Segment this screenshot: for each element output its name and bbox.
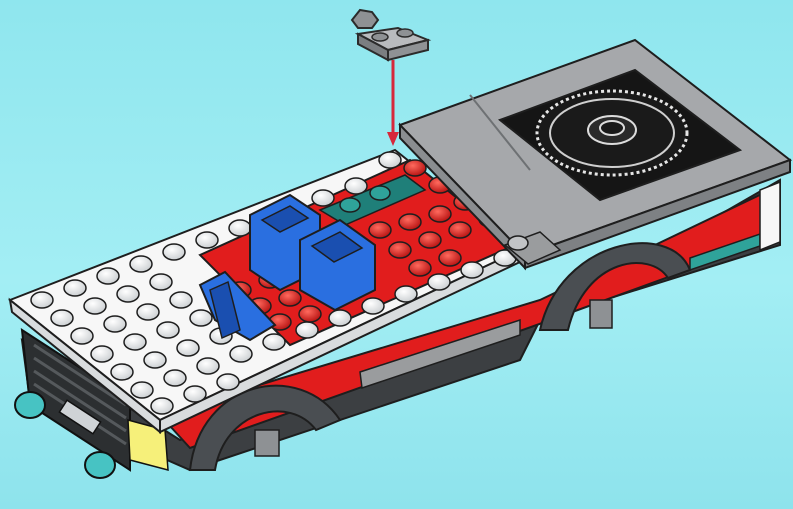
spare-tire	[537, 91, 687, 175]
clip-plate-piece	[352, 10, 428, 60]
insertion-arrow	[387, 60, 399, 146]
